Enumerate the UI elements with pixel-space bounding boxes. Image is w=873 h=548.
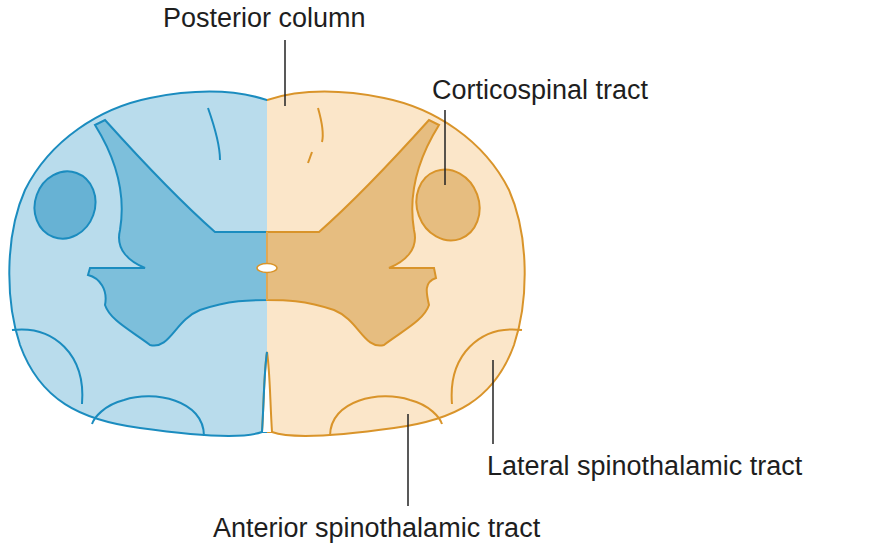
- lateral-spinothalamic-right: [452, 329, 522, 404]
- structure-label: Corticospinal tract: [432, 74, 648, 106]
- septum-right-short: [308, 152, 312, 163]
- leader-line: [444, 110, 446, 185]
- leader-line: [492, 360, 494, 444]
- structure-label: Lateral spinothalamic tract: [487, 450, 802, 482]
- right-half: [267, 92, 525, 437]
- left-half: [9, 92, 267, 437]
- corticospinal-right: [407, 161, 490, 250]
- anterior-fissure: [262, 352, 272, 432]
- anterior-fissure-left: [262, 352, 267, 432]
- central-canal: [257, 264, 277, 273]
- lateral-spinothalamic-left: [12, 329, 82, 404]
- septum-left: [208, 108, 220, 160]
- structure-label: Posterior column: [163, 2, 366, 34]
- structure-label: Anterior spinothalamic tract: [213, 512, 540, 544]
- septum-right: [318, 108, 323, 142]
- anterior-spinothalamic-right: [330, 396, 442, 436]
- leader-line: [407, 414, 409, 506]
- corticospinal-left: [25, 163, 105, 247]
- anterior-spinothalamic-left: [92, 396, 204, 436]
- grey-matter-right: [267, 120, 439, 346]
- grey-matter-left: [88, 120, 267, 346]
- leader-line: [284, 40, 286, 106]
